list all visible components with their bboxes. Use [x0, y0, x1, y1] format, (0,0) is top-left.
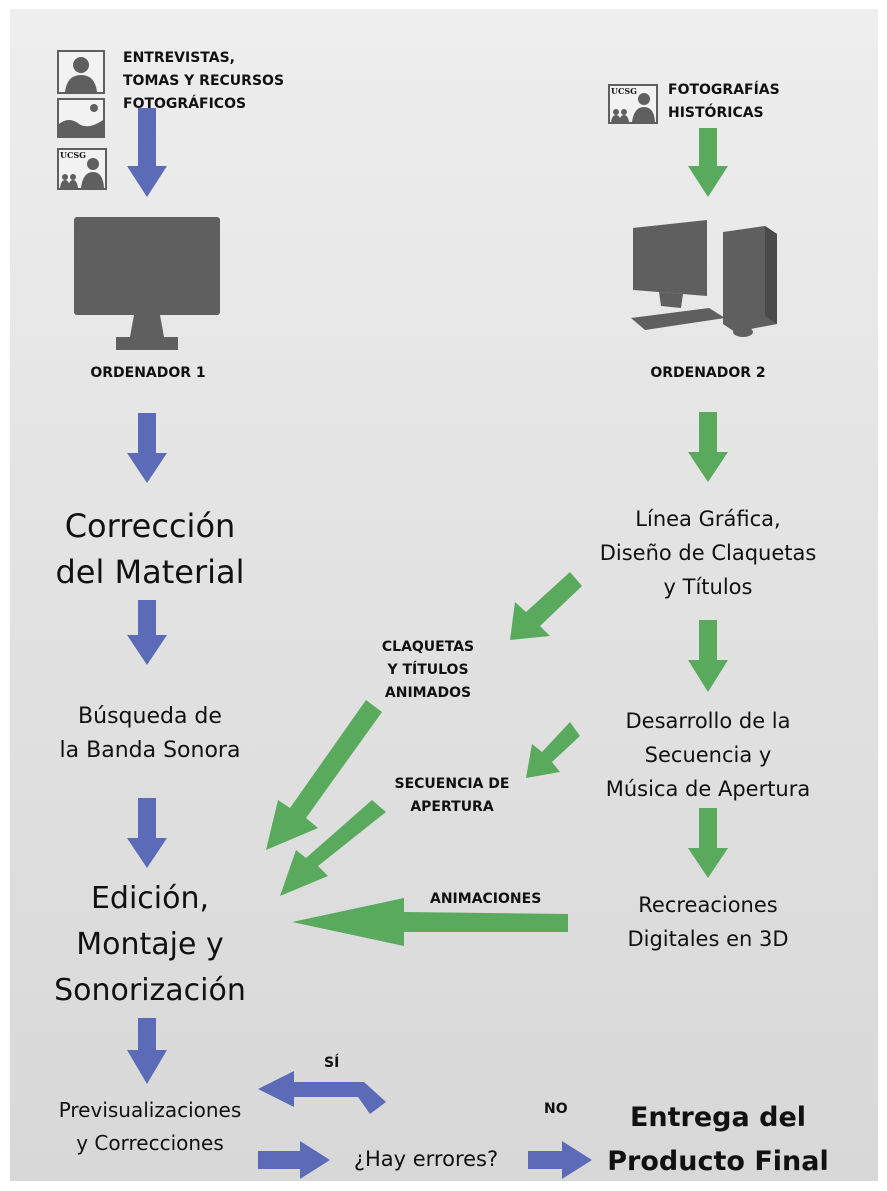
yes-label: SÍ: [324, 1055, 340, 1071]
arrow-preview-to-question: [258, 1141, 330, 1179]
arrow-editing-to-preview: [127, 1018, 167, 1084]
arrow-computer1-to-correction: [127, 413, 167, 483]
step-preview: Previsualizaciones y Correcciones: [58, 1098, 242, 1155]
output-opening-label: SECUENCIA DE APERTURA: [394, 776, 510, 815]
arrow-sequence-to-editing: [280, 800, 386, 896]
decision-question: ¿Hay errores?: [353, 1147, 499, 1171]
arrow-question-to-final: [528, 1141, 592, 1179]
badge-left: UCSG: [60, 150, 86, 160]
arrow-yes-loop: [258, 1071, 386, 1114]
landscape-photo-icon: [57, 98, 105, 138]
badge-right: UCSG: [611, 86, 637, 96]
arrow-graphics-to-titles: [510, 572, 582, 640]
step-recreations: Recreaciones Digitales en 3D: [627, 893, 789, 951]
person-photo-icon: [57, 50, 105, 94]
arrow-graphics-to-opening: [688, 620, 728, 692]
output-titles-label: CLAQUETAS Y TÍTULOS ANIMADOS: [381, 639, 475, 701]
arrow-soundtrack-to-editing: [127, 798, 167, 868]
historic-photo-icon-left: [57, 148, 107, 190]
green-arrows: [266, 128, 728, 946]
source-label-right: FOTOGRAFÍAS HISTÓRICAS: [668, 82, 780, 121]
step-graphics: Línea Gráfica, Diseño de Claquetas y Tít…: [599, 507, 817, 599]
arrow-opening-to-sequence: [526, 722, 580, 778]
desktop-computer-icon: [631, 220, 777, 337]
arrow-animations-to-editing: [292, 898, 568, 946]
step-opening: Desarrollo de la Secuencia y Música de A…: [605, 709, 811, 801]
step-editing: Edición, Montaje y Sonorización: [54, 881, 246, 1008]
arrow-sources-to-computer1: [127, 108, 167, 197]
arrow-photos-to-computer2: [688, 128, 728, 197]
source-label-left: ENTREVISTAS, TOMAS Y RECURSOS FOTOGRÁFIC…: [123, 50, 285, 112]
no-label: NO: [544, 1101, 568, 1117]
arrow-opening-to-recreations: [688, 808, 728, 878]
computer-1-label: ORDENADOR 1: [90, 365, 206, 381]
step-soundtrack: Búsqueda de la Banda Sonora: [59, 704, 241, 763]
historic-photo-icon-right: [608, 84, 658, 124]
monitor-icon: [74, 217, 220, 350]
step-correction: Corrección del Material: [55, 507, 245, 591]
blue-arrows: [127, 108, 592, 1179]
computer-2-label: ORDENADOR 2: [650, 365, 766, 381]
arrow-titles-to-editing: [266, 700, 382, 850]
arrow-computer2-to-graphics: [688, 412, 728, 482]
diagram-canvas: [10, 9, 878, 1181]
arrow-correction-to-soundtrack: [127, 600, 167, 665]
output-animations-label: ANIMACIONES: [430, 891, 542, 907]
final-delivery: Entrega del Producto Final: [607, 1102, 829, 1177]
